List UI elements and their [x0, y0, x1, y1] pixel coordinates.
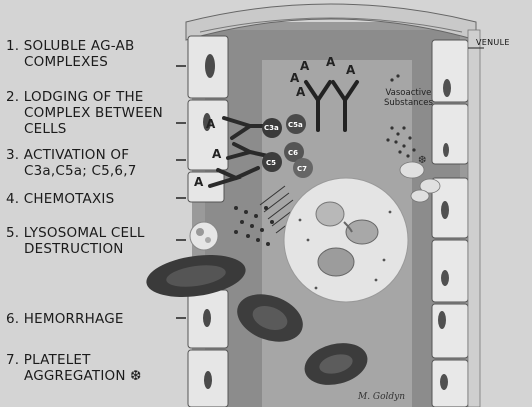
step-2-line-3: CELLS: [6, 121, 163, 137]
vasoactive-label-line-2: Substances: [384, 98, 433, 108]
step-6: 6. HEMORRHAGE: [6, 311, 124, 327]
step-7: 7. PLATELET AGGREGATION ❆: [6, 352, 142, 384]
antigen-a-3: A: [296, 85, 306, 99]
step-4-line-1: 4. CHEMOTAXIS: [6, 191, 114, 207]
antigen-a-4: A: [326, 55, 336, 69]
step-1-line-2: COMPLEXES: [6, 54, 134, 70]
step-7-line-1: 7. PLATELET: [6, 352, 142, 368]
step-5-line-1: 5. LYSOSOMAL CELL: [6, 225, 145, 241]
step-2-line-1: 2. LODGING OF THE: [6, 89, 163, 105]
antigen-a-5: A: [346, 63, 356, 77]
step-1-line-1: 1. SOLUBLE AG-AB: [6, 38, 134, 54]
platelet-aggregation-icon: ❆: [418, 155, 426, 166]
step-1: 1. SOLUBLE AG-AB COMPLEXES: [6, 38, 134, 70]
vasoactive-label: Vasoactive Substances: [384, 88, 433, 108]
lysosomal-cell: [284, 178, 408, 302]
step-5: 5. LYSOSOMAL CELL DESTRUCTION: [6, 225, 145, 257]
antigen-a-7: A: [212, 147, 222, 161]
step-2-line-2: COMPLEX BETWEEN: [6, 105, 163, 121]
step-3: 3. ACTIVATION OF C3a,C5a; C5,6,7: [6, 147, 136, 179]
complement-label-c6: C6: [288, 149, 298, 157]
vasoactive-label-line-1: Vasoactive: [384, 88, 433, 98]
complement-label-c5: C5: [266, 159, 276, 167]
complement-label-c7: C7: [297, 165, 307, 173]
step-6-line-1: 6. HEMORRHAGE: [6, 311, 124, 327]
process-steps: 1. SOLUBLE AG-AB COMPLEXES 2. LODGING OF…: [0, 0, 200, 407]
step-4: 4. CHEMOTAXIS: [6, 191, 114, 207]
antigen-a-2: A: [300, 59, 310, 73]
antigen-a-1: A: [290, 71, 300, 85]
complement-label-c5a: C5a: [288, 121, 303, 129]
artist-signature: M. Goldyn: [358, 392, 405, 402]
step-3-line-1: 3. ACTIVATION OF: [6, 147, 136, 163]
right-vessel-wall: [432, 40, 468, 407]
venule-label: VENULE: [476, 38, 510, 47]
step-7-line-2: AGGREGATION ❆: [6, 368, 142, 384]
step-5-line-2: DESTRUCTION: [6, 241, 145, 257]
step-3-line-2: C3a,C5a; C5,6,7: [6, 163, 136, 179]
antigen-a-6: A: [206, 117, 216, 131]
complement-label-c3a: C3a: [264, 124, 279, 132]
step-2: 2. LODGING OF THE COMPLEX BETWEEN CELLS: [6, 89, 163, 137]
